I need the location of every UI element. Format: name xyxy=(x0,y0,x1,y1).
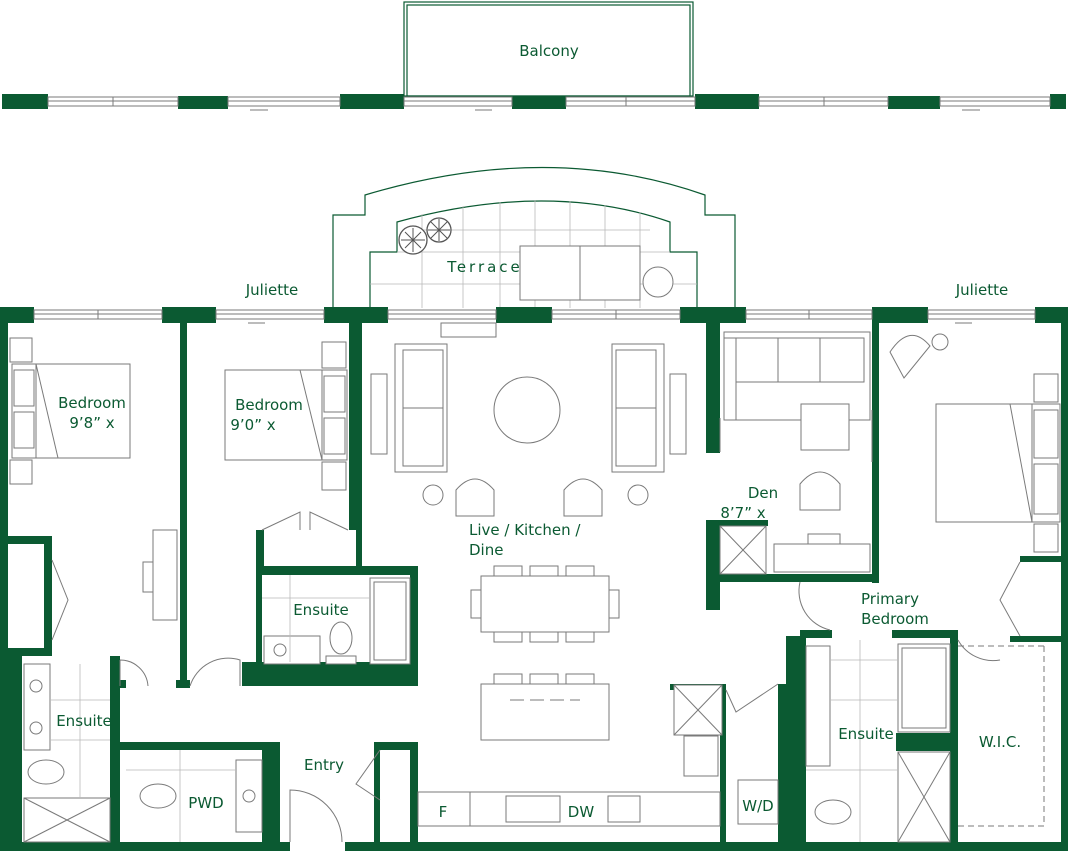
label-juliette-right: Juliette xyxy=(955,281,1009,299)
label-living: Live / Kitchen / xyxy=(469,521,581,539)
doors xyxy=(51,410,1021,843)
label-bedroom-2: Bedroom xyxy=(235,396,303,414)
label-ensuite-right: Ensuite xyxy=(838,725,894,743)
label-balcony: Balcony xyxy=(519,42,579,60)
den-furniture xyxy=(719,331,871,575)
label-bedroom-1-dim: 9’8” x xyxy=(69,414,114,432)
right-ensuite-fixtures xyxy=(805,640,1045,843)
label-ensuite-left: Ensuite xyxy=(56,712,112,730)
living-furniture xyxy=(370,343,723,827)
terrace-area xyxy=(332,166,736,308)
bedroom-2-furniture xyxy=(224,341,348,491)
label-entry: Entry xyxy=(304,756,344,774)
label-juliette-left: Juliette xyxy=(245,281,299,299)
bedroom-1-furniture xyxy=(9,337,178,621)
label-den: Den xyxy=(748,484,778,502)
center-ensuite-fixtures xyxy=(262,575,411,665)
label-primary-2: Bedroom xyxy=(861,610,929,628)
exterior-walls xyxy=(0,307,1068,851)
laundry-fixtures xyxy=(737,779,779,825)
plant-icon xyxy=(398,217,452,255)
label-wic: W.I.C. xyxy=(979,733,1021,751)
label-dishwasher: DW xyxy=(568,803,595,821)
left-ensuite-fixtures xyxy=(23,663,111,843)
windows xyxy=(33,309,1036,338)
label-bedroom-2-dim: 9’0” x xyxy=(230,416,275,434)
label-ensuite-center: Ensuite xyxy=(293,601,349,619)
primary-bedroom-furniture xyxy=(889,333,1061,553)
pwd-fixtures xyxy=(126,750,263,842)
label-terrace: Terrace xyxy=(446,258,523,276)
label-den-dim: 8’7” x xyxy=(720,504,765,522)
label-primary: Primary xyxy=(861,590,919,608)
balcony-area xyxy=(2,1,1066,111)
room-labels: Balcony Terrace Juliette Juliette Bedroo… xyxy=(56,42,1021,821)
label-bedroom-1: Bedroom xyxy=(58,394,126,412)
label-washer-dryer: W/D xyxy=(742,797,773,815)
label-pwd: PWD xyxy=(188,794,223,812)
label-fridge: F xyxy=(439,803,448,821)
label-living-2: Dine xyxy=(469,541,503,559)
